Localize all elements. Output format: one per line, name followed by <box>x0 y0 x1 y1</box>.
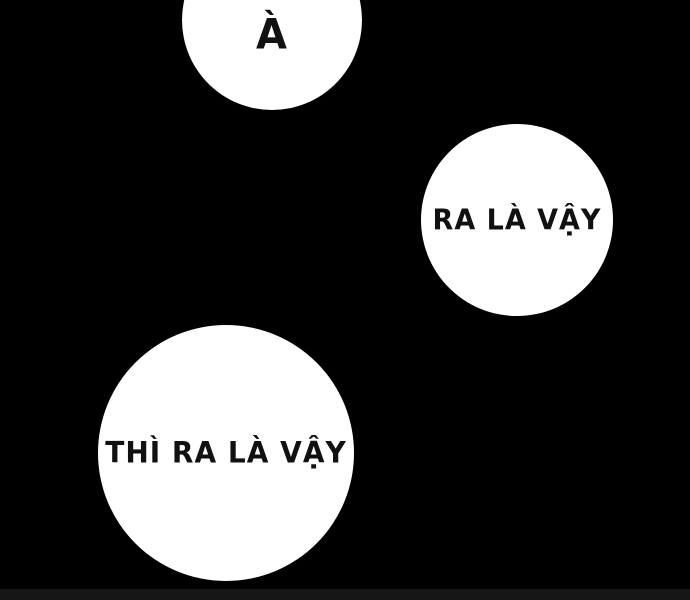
speech-bubble-bottom-left: THÌ RA LÀ VẬY <box>98 325 354 581</box>
speech-bubble-text: RA LÀ VẬY <box>432 203 602 237</box>
speech-bubble-text: À <box>256 10 288 59</box>
speech-bubble-right: RA LÀ VẬY <box>421 124 613 316</box>
panel-divider <box>0 589 690 600</box>
speech-bubble-top: À <box>182 0 362 110</box>
speech-bubble-text: THÌ RA LÀ VẬY <box>105 435 347 470</box>
